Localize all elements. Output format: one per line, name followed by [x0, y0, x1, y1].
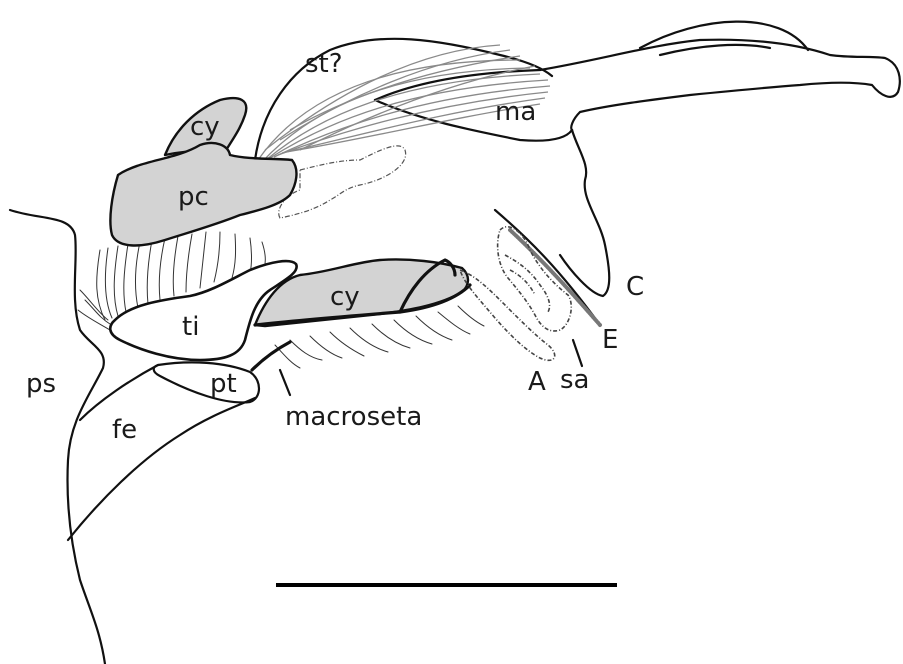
label-fe: fe	[112, 415, 137, 445]
label-st: st?	[305, 49, 343, 79]
label-E: E	[602, 325, 618, 355]
label-ti: ti	[182, 312, 199, 342]
label-ma: ma	[495, 97, 536, 127]
label-pt: pt	[210, 369, 237, 399]
label-cy-upper: cy	[190, 112, 220, 142]
label-ps: ps	[26, 369, 56, 399]
label-macroseta: macroseta	[285, 402, 422, 432]
sa-pointer	[573, 340, 582, 366]
label-pc: pc	[178, 182, 209, 212]
macroseta-shape	[252, 342, 290, 370]
internal-duct	[279, 146, 406, 218]
macroseta-pointer	[280, 370, 290, 395]
label-cy-lower: cy	[330, 282, 360, 312]
bulb-outline	[255, 22, 900, 296]
label-sa: sa	[560, 365, 589, 395]
label-A: A	[528, 367, 546, 397]
sclerite-apophysis	[460, 227, 582, 366]
label-C: C	[626, 272, 644, 302]
